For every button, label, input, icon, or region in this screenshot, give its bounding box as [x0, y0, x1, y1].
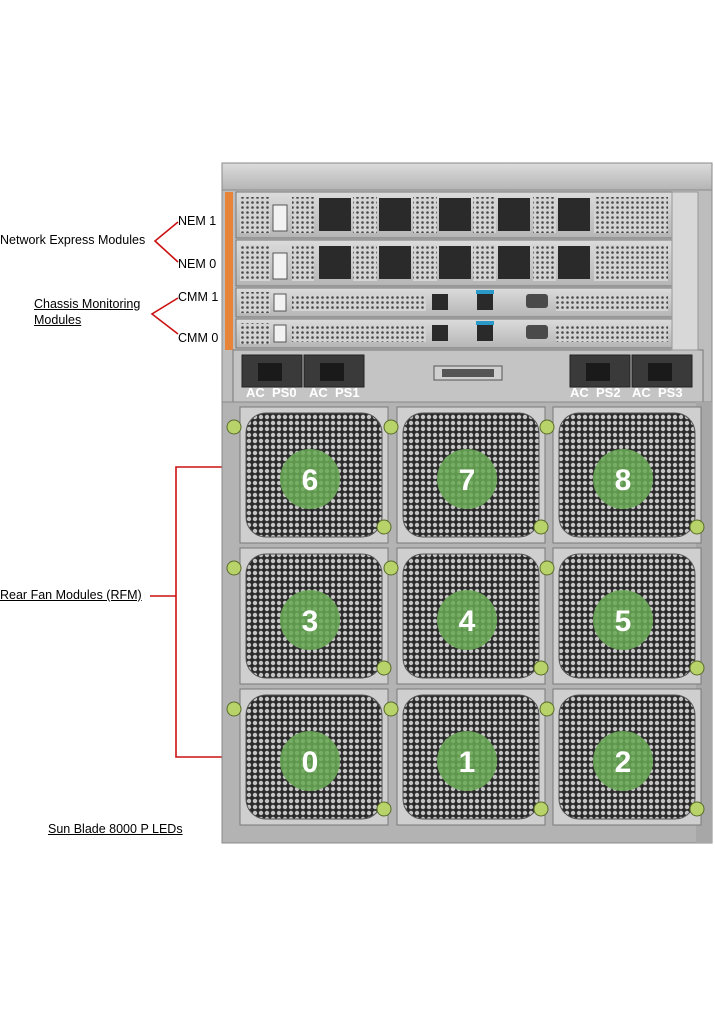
fan-number-label: 4	[459, 605, 476, 638]
cmm-1-module	[235, 287, 673, 318]
rfm-group-label[interactable]: Rear Fan Modules (RFM)	[0, 588, 142, 602]
nem0-label: NEM 0	[178, 257, 217, 271]
nem-group-label: Network Express Modules	[0, 233, 146, 247]
cmm-leader	[150, 297, 179, 335]
fan-number-label: 2	[615, 746, 632, 779]
cmm1-label: CMM 1	[178, 290, 219, 304]
cmm-group-label-line1[interactable]: Chassis Monitoring	[34, 297, 141, 311]
fan-module-0: 0	[226, 688, 392, 826]
cmm-0-module	[235, 318, 673, 349]
fan-hub	[437, 449, 497, 509]
fan-hub	[593, 449, 653, 509]
fan-module-5: 5	[539, 547, 705, 685]
release-latch-icon[interactable]	[539, 701, 555, 717]
release-latch-icon[interactable]	[689, 801, 705, 817]
fan-module-7: 7	[383, 406, 549, 544]
caption-link[interactable]: Sun Blade 8000 P LEDs	[48, 822, 183, 836]
fan-number-label: 8	[615, 464, 632, 497]
release-latch-icon[interactable]	[533, 660, 549, 676]
nem-1-module	[235, 191, 673, 239]
psu-label-3: AC PS3	[632, 385, 683, 400]
release-latch-icon[interactable]	[226, 419, 242, 435]
fan-number-label: 0	[302, 746, 319, 779]
release-latch-icon[interactable]	[376, 660, 392, 676]
fan-hub	[280, 449, 340, 509]
fan-number-label: 3	[302, 605, 319, 638]
psu-label-1: AC PS1	[309, 385, 360, 400]
release-latch-icon[interactable]	[689, 519, 705, 535]
cmm0-label: CMM 0	[178, 331, 219, 345]
fan-module-6: 6	[226, 406, 392, 544]
release-latch-icon[interactable]	[226, 701, 242, 717]
orange-strip	[225, 192, 233, 350]
ac-power-panel	[232, 349, 704, 403]
cmm-group-label-line2[interactable]: Modules	[34, 313, 82, 327]
fan-number-label: 5	[615, 605, 632, 638]
release-latch-icon[interactable]	[689, 660, 705, 676]
fan-number-label: 7	[459, 464, 476, 497]
release-latch-icon[interactable]	[226, 560, 242, 576]
fan-hub	[280, 590, 340, 650]
fan-hub	[437, 590, 497, 650]
release-latch-icon[interactable]	[376, 519, 392, 535]
release-latch-icon[interactable]	[383, 560, 399, 576]
release-latch-icon[interactable]	[539, 419, 555, 435]
fan-hub	[280, 731, 340, 791]
chassis-right-edge	[671, 191, 699, 351]
fan-module-2: 2	[539, 688, 705, 826]
fan-module-3: 3	[226, 547, 392, 685]
nem-leader	[153, 221, 179, 263]
release-latch-icon[interactable]	[383, 419, 399, 435]
release-latch-icon[interactable]	[539, 560, 555, 576]
fan-module-1: 1	[383, 688, 549, 826]
release-latch-icon[interactable]	[533, 801, 549, 817]
fan-hub	[593, 590, 653, 650]
chassis-top	[221, 162, 713, 191]
release-latch-icon[interactable]	[533, 519, 549, 535]
nem1-label: NEM 1	[178, 214, 217, 228]
psu-label-0: AC PS0	[246, 385, 297, 400]
fan-module-4: 4	[383, 547, 549, 685]
fan-number-label: 6	[302, 464, 319, 497]
fan-number-label: 1	[459, 746, 476, 779]
release-latch-icon[interactable]	[376, 801, 392, 817]
fan-module-8: 8	[539, 406, 705, 544]
nem-0-module	[235, 239, 673, 287]
fan-hub	[437, 731, 497, 791]
leader-lines	[150, 221, 222, 758]
release-latch-icon[interactable]	[383, 701, 399, 717]
fan-hub	[593, 731, 653, 791]
rfm-bracket	[175, 466, 222, 758]
psu-label-2: AC PS2	[570, 385, 621, 400]
